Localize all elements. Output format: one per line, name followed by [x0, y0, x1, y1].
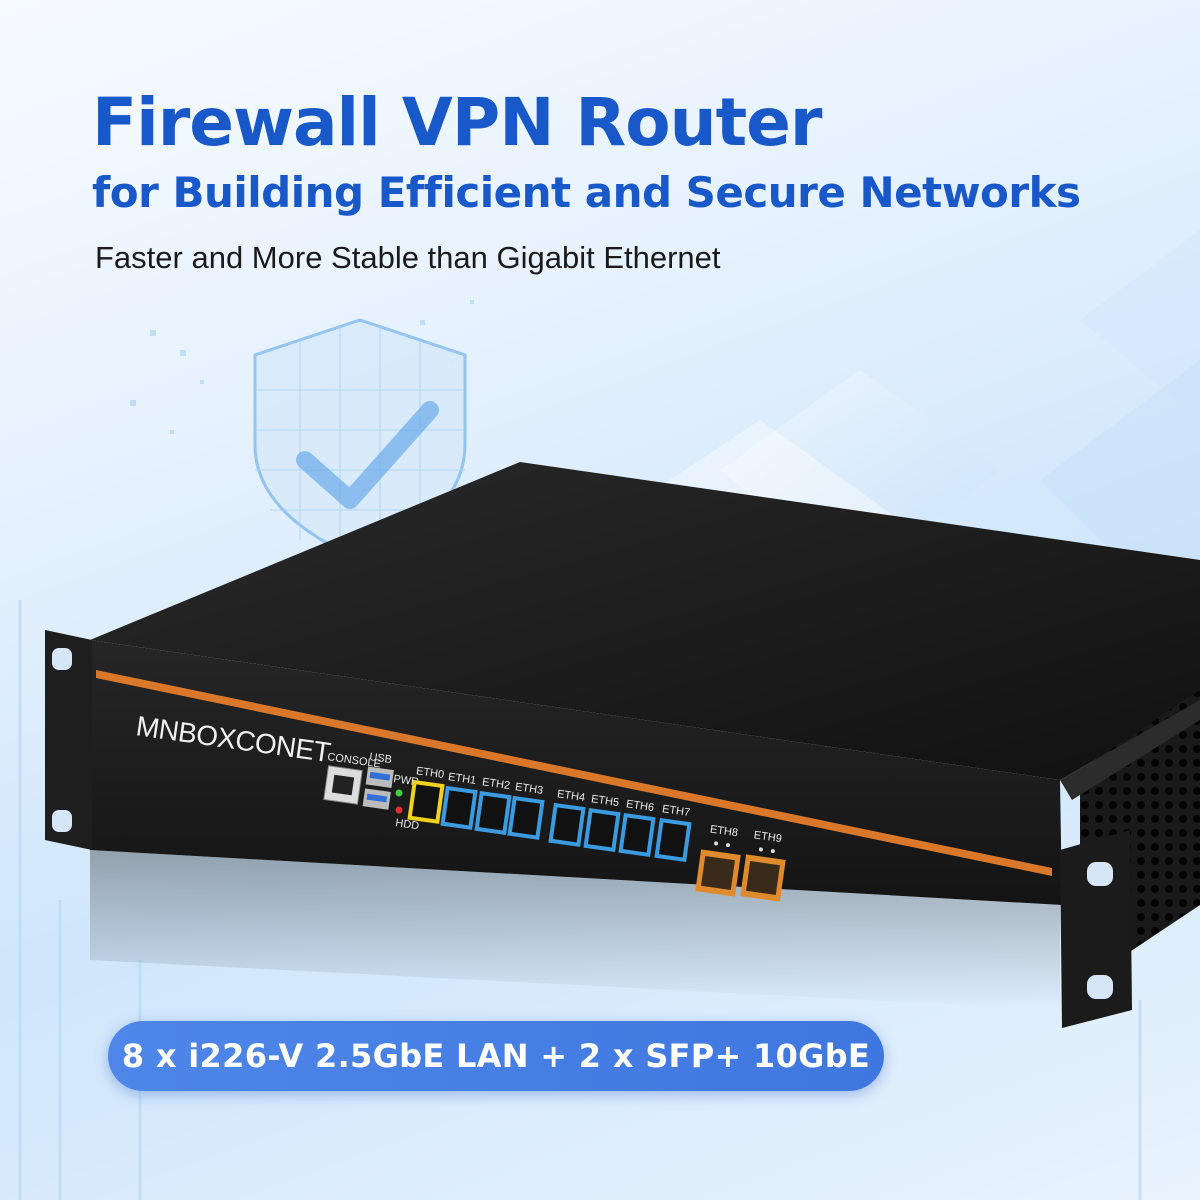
- svg-text:ETH2: ETH2: [481, 776, 511, 792]
- pwr-led: [395, 789, 403, 797]
- svg-text:ETH3: ETH3: [514, 781, 544, 797]
- svg-text:ETH5: ETH5: [590, 793, 620, 809]
- hdd-label: HDD: [395, 817, 420, 832]
- spec-badge: 8 x i226-V 2.5GbE LAN + 2 x SFP+ 10GbE: [108, 1021, 884, 1091]
- svg-text:ETH9: ETH9: [753, 829, 783, 845]
- usb-label: USB: [369, 751, 393, 766]
- headline-title: Firewall VPN Router: [92, 84, 822, 161]
- spec-badge-text: 8 x i226-V 2.5GbE LAN + 2 x SFP+ 10GbE: [121, 1037, 871, 1075]
- rack-ear-left: [45, 630, 92, 850]
- svg-text:ETH0: ETH0: [415, 765, 445, 781]
- accent-stripe: [96, 670, 1052, 876]
- eth-port-2[interactable]: ETH2: [474, 776, 513, 836]
- sfp-port-eth9[interactable]: ETH9: [740, 829, 789, 902]
- headline: Firewall VPN Router: [92, 84, 822, 161]
- chassis-top: [90, 462, 1200, 780]
- svg-text:ETH4: ETH4: [556, 788, 586, 804]
- eth-port-3[interactable]: ETH3: [507, 781, 546, 840]
- rack-ear-right: [1060, 830, 1132, 1028]
- eth-port-0[interactable]: ETH0: [407, 765, 446, 824]
- eth-port-5[interactable]: ETH5: [583, 793, 622, 853]
- eth-port-4[interactable]: ETH4: [548, 788, 587, 847]
- headline-tagline: Faster and More Stable than Gigabit Ethe…: [95, 240, 721, 275]
- svg-text:ETH1: ETH1: [447, 771, 477, 787]
- hdd-led: [395, 806, 403, 814]
- eth-port-1[interactable]: ETH1: [440, 771, 479, 830]
- usb-ports[interactable]: [362, 766, 394, 810]
- svg-text:ETH6: ETH6: [625, 798, 655, 814]
- svg-text:ETH8: ETH8: [709, 824, 739, 840]
- sfp-port-eth8[interactable]: ETH8: [695, 823, 744, 897]
- eth-port-7[interactable]: ETH7: [654, 803, 693, 863]
- svg-text:ETH7: ETH7: [661, 803, 691, 819]
- headline-subtitle: for Building Efficient and Secure Networ…: [92, 168, 1081, 217]
- console-port[interactable]: [323, 765, 363, 805]
- eth-port-6[interactable]: ETH6: [618, 798, 657, 858]
